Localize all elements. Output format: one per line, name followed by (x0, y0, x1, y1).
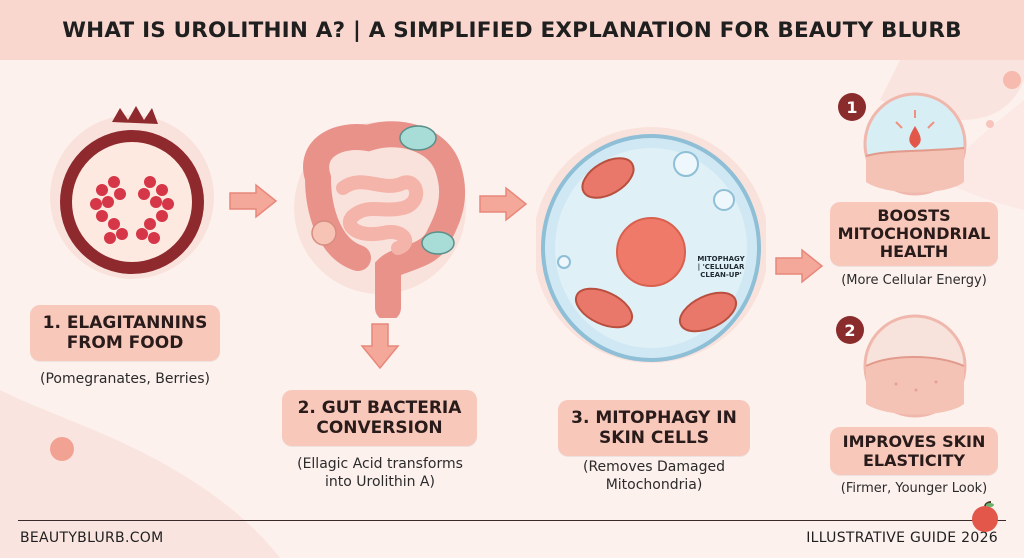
arrow-right-icon (479, 186, 528, 222)
arrow-right-icon (229, 183, 278, 219)
cell-icon (536, 127, 766, 363)
benefit-2-label: IMPROVES SKIN ELASTICITY (830, 427, 998, 475)
step-label-line: CONVERSION (316, 418, 443, 438)
arrow-right-icon (775, 248, 824, 284)
footer-guide-label: ILLUSTRATIVE GUIDE 2026 (806, 530, 998, 546)
arrow-down-icon (360, 323, 400, 370)
header-bar: WHAT IS UROLITHIN A? | A SIMPLIFIED EXPL… (0, 0, 1024, 60)
benefit-label-line: IMPROVES SKIN (842, 432, 986, 451)
step-3-note: (Removes Damaged Mitochondria) (550, 458, 758, 494)
apple-icon (972, 501, 998, 532)
step-label-line: SKIN CELLS (599, 428, 709, 448)
skin-energy-icon (863, 92, 967, 196)
footer-divider (18, 520, 1006, 521)
step-2-note: (Ellagic Acid transforms into Urolithin … (270, 455, 490, 491)
step-1-label: 1. ELAGITANNINS FROM FOOD (30, 305, 220, 361)
cell-annotation-line: MITOPHAGY (697, 255, 745, 263)
benefit-label-line: ELASTICITY (862, 451, 966, 470)
step-3-label: 3. MITOPHAGY IN SKIN CELLS (558, 400, 750, 456)
benefit-1-label: BOOSTS MITOCHONDRIAL HEALTH (830, 202, 998, 266)
cell-annotation-line: | 'CELLULAR (697, 263, 745, 271)
step-note-line: into Urolithin A) (325, 474, 435, 490)
skin-elastic-icon (863, 314, 967, 418)
benefit-label-line: MITOCHONDRIAL (837, 224, 991, 243)
footer-site: BEAUTYBLURB.COM (20, 530, 164, 546)
pomegranate-icon (50, 106, 214, 279)
step-2-label: 2. GUT BACTERIA CONVERSION (282, 390, 477, 446)
cell-annotation: MITOPHAGY | 'CELLULAR CLEAN-UP' (686, 255, 756, 279)
cell-annotation-line: CLEAN-UP' (700, 271, 742, 279)
decor-dot (50, 437, 74, 461)
step-label-line: 2. GUT BACTERIA (297, 398, 462, 418)
step-note-line: (Removes Damaged (583, 459, 725, 475)
benefit-1-note: (More Cellular Energy) (841, 273, 987, 288)
page-title: WHAT IS UROLITHIN A? | A SIMPLIFIED EXPL… (62, 17, 962, 43)
benefit-2-note: (Firmer, Younger Look) (840, 481, 988, 496)
step-note-line: Mitochondria) (605, 477, 703, 493)
step-note-line: (Ellagic Acid transforms (297, 456, 463, 472)
benefit-label-line: BOOSTS (877, 206, 951, 225)
step-label-line: 1. ELAGITANNINS (42, 313, 208, 333)
intestine-icon (294, 121, 466, 318)
step-1-note: (Pomegranates, Berries) (40, 371, 210, 387)
benefit-2-badge: 2 (836, 316, 864, 344)
benefit-label-line: HEALTH (879, 242, 949, 261)
step-label-line: FROM FOOD (66, 333, 184, 353)
benefit-1-badge: 1 (838, 93, 866, 121)
step-label-line: 3. MITOPHAGY IN (571, 408, 737, 428)
